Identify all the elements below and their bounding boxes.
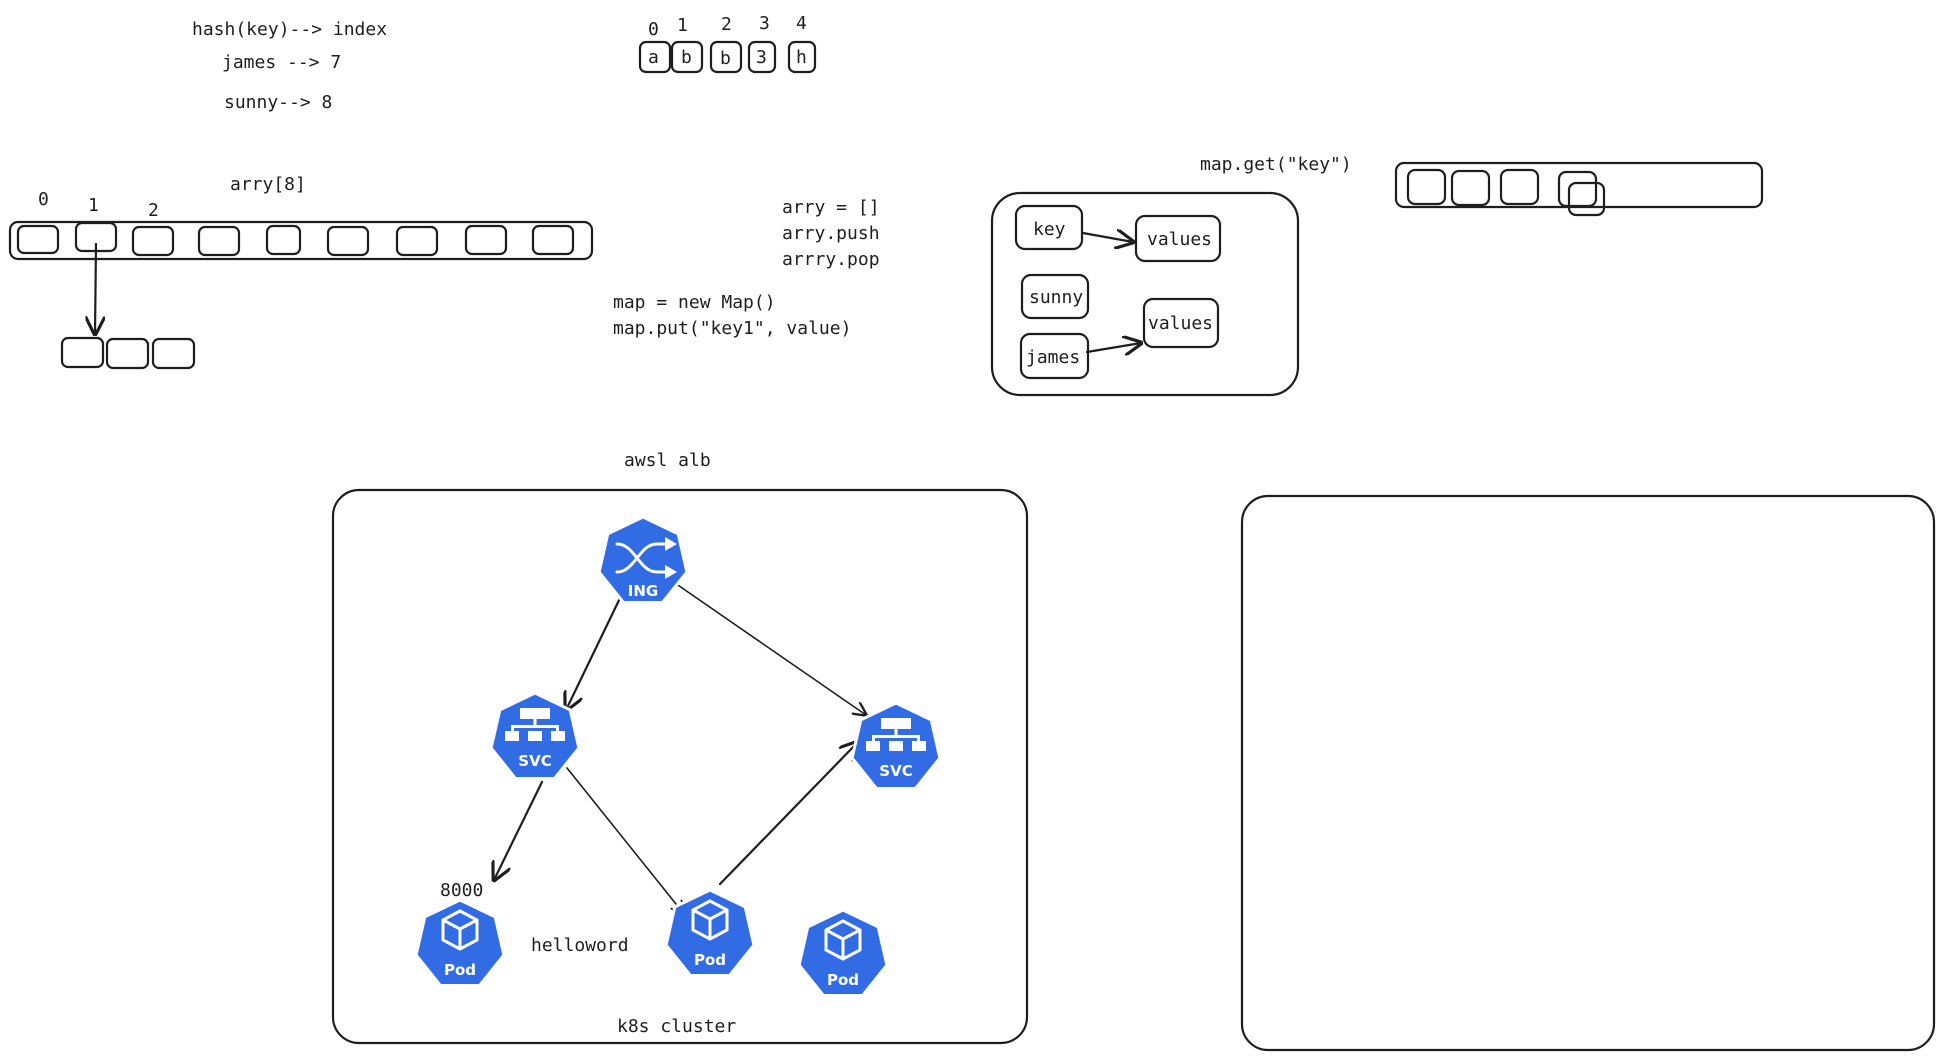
array-slot[interactable]	[1557, 170, 1598, 208]
array-slot[interactable]	[464, 224, 508, 256]
map-key-node[interactable]	[1020, 273, 1090, 320]
array-sketch-right	[1394, 161, 1764, 217]
string-cell[interactable]	[670, 40, 704, 74]
code-line: arrry.pop	[782, 249, 880, 270]
node-badge: SVC	[518, 752, 551, 770]
map-key-label: sunny	[1029, 287, 1083, 308]
map-value-label: values	[1148, 313, 1213, 334]
array-slot[interactable]	[326, 225, 370, 257]
array-slot[interactable]	[1567, 181, 1606, 217]
pod-node[interactable]: Pod	[797, 908, 889, 997]
port-label: 8000	[440, 880, 483, 901]
svc-to-pod-arrow[interactable]	[566, 767, 684, 914]
array-slot[interactable]	[395, 225, 439, 257]
hash-array	[8, 220, 594, 370]
hash-note: hash(key)--> index	[192, 19, 387, 40]
empty-frame[interactable]	[1240, 494, 1936, 1052]
map-value-label: values	[1147, 229, 1212, 250]
string-char: b	[720, 48, 731, 69]
string-char: a	[648, 47, 659, 68]
string-char: b	[681, 47, 692, 68]
ingress-icon	[597, 515, 689, 604]
string-cell[interactable]	[638, 40, 672, 74]
sunny-note: sunny--> 8	[224, 92, 332, 113]
string-index: 0	[648, 19, 659, 40]
node-badge: Pod	[444, 961, 476, 979]
array-index: 2	[148, 200, 159, 221]
k8s-cluster-label: k8s cluster	[617, 1016, 736, 1037]
array-slot[interactable]	[1450, 169, 1491, 207]
bucket-node[interactable]	[60, 336, 105, 369]
string-cell[interactable]	[709, 40, 743, 74]
node-badge: SVC	[879, 762, 912, 780]
pod-node[interactable]: Pod	[664, 888, 756, 977]
cube-icon	[824, 919, 862, 961]
array-slot[interactable]	[1499, 168, 1540, 206]
code-line: arry.push	[782, 223, 880, 244]
string-cell[interactable]	[787, 40, 817, 74]
array-index: 1	[88, 195, 99, 216]
string-cell[interactable]	[747, 40, 777, 74]
string-char: 3	[756, 47, 767, 68]
string-index: 4	[796, 13, 807, 34]
map-key-node[interactable]	[1014, 204, 1084, 251]
helloword-label: helloword	[531, 935, 629, 956]
k8s-cluster-frame[interactable]	[331, 488, 1029, 1045]
array-slot[interactable]	[1406, 168, 1447, 206]
map-value-node[interactable]	[1142, 297, 1220, 349]
map-arrow[interactable]	[1085, 343, 1141, 352]
svc-node-left[interactable]: SVC	[489, 691, 581, 780]
node-badge: Pod	[694, 951, 726, 969]
svc-to-pod-arrow[interactable]	[494, 780, 544, 880]
shuffle-icon	[615, 542, 671, 574]
svc-node-right[interactable]: SVC	[850, 701, 942, 790]
code-line: map.put("key1", value)	[613, 318, 851, 339]
pod-to-svc-arrow[interactable]	[718, 742, 858, 886]
ingress-node[interactable]: ING	[597, 515, 689, 604]
string-index: 3	[759, 13, 770, 34]
james-note: james --> 7	[222, 52, 341, 73]
bucket-node[interactable]	[105, 337, 150, 370]
ing-to-svc-arrow[interactable]	[566, 592, 624, 710]
alb-label: awsl alb	[624, 450, 711, 471]
array-slot[interactable]	[265, 224, 302, 256]
ing-to-svc-arrow[interactable]	[671, 580, 866, 715]
code-line: arry = []	[782, 197, 880, 218]
map-container[interactable]	[990, 191, 1300, 397]
map-code-note: map = new Map() map.put("key1", value)	[613, 292, 851, 339]
map-diagram: key values sunny james values	[990, 191, 1300, 397]
map-get-note: map.get("key")	[1200, 154, 1352, 175]
cube-icon	[441, 909, 479, 951]
map-key-label: key	[1033, 219, 1066, 240]
code-line: map = new Map()	[613, 292, 776, 313]
map-key-node[interactable]	[1019, 332, 1090, 380]
array-slot[interactable]	[197, 225, 241, 257]
array-slot[interactable]	[16, 224, 60, 255]
cube-icon	[691, 899, 729, 941]
node-badge: Pod	[827, 971, 859, 989]
string-array: 0 1 2 3 4 a b b 3 h	[638, 13, 817, 74]
bucket-node[interactable]	[151, 337, 196, 370]
node-badge: ING	[628, 582, 658, 600]
array-title: arry[8]	[230, 174, 306, 195]
array-container[interactable]	[8, 220, 594, 261]
string-char: h	[796, 47, 807, 68]
map-key-label: james	[1026, 347, 1080, 368]
array-slot[interactable]	[131, 225, 175, 257]
array-index: 0	[38, 189, 49, 210]
pod-node[interactable]: Pod	[414, 898, 506, 987]
arry-code-note: arry = [] arry.push arrry.pop	[782, 197, 880, 270]
string-index: 1	[677, 15, 688, 36]
map-arrow[interactable]	[1081, 233, 1133, 242]
bucket-arrow[interactable]	[95, 242, 96, 334]
array-slot[interactable]	[531, 224, 575, 256]
string-index: 2	[721, 14, 732, 35]
